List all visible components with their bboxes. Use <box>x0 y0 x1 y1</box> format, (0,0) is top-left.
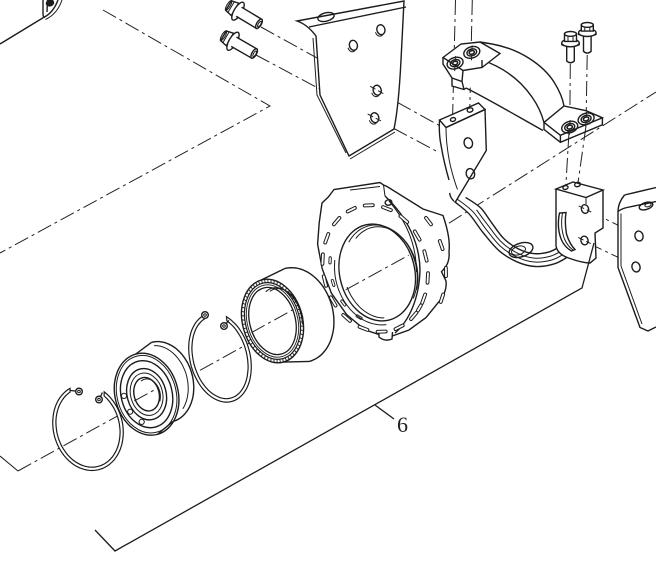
svg-text:6: 6 <box>397 412 408 437</box>
